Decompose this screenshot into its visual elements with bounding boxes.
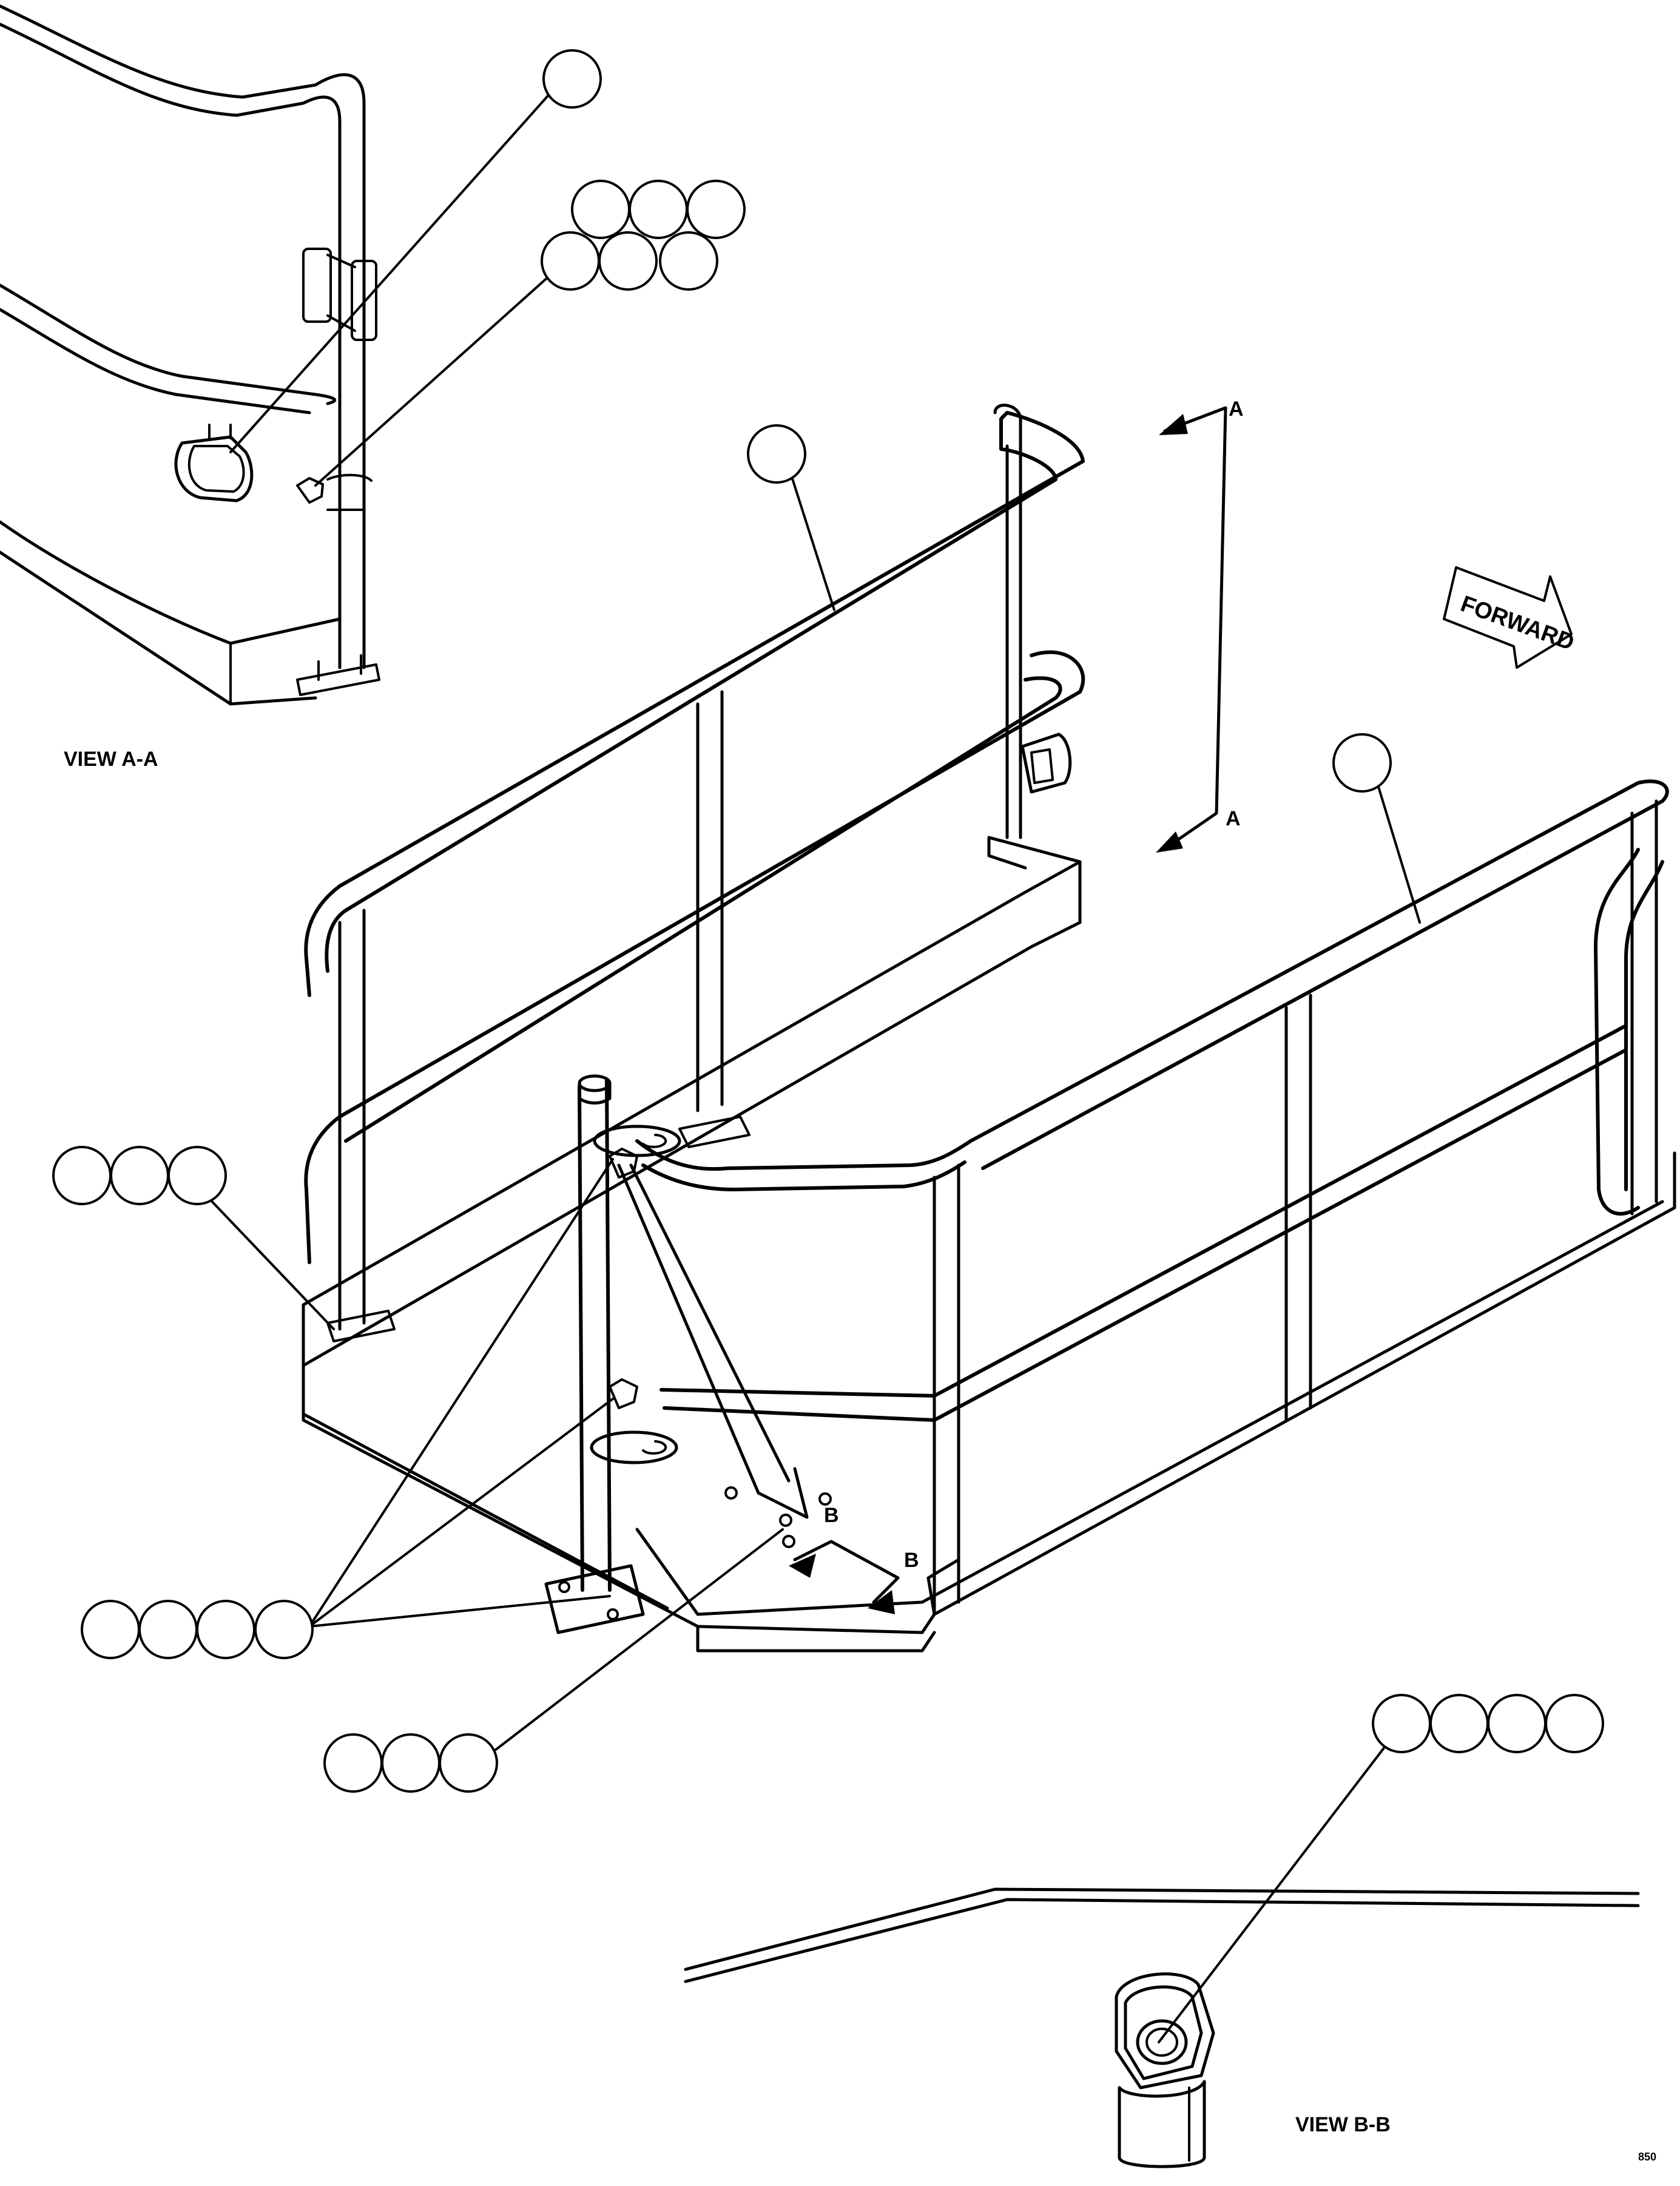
section-a-bottom-label: A — [1226, 807, 1241, 830]
callout-balloon-group-8 — [1372, 1694, 1604, 1753]
forward-arrow: FORWARD — [1443, 566, 1577, 669]
section-b-marker — [789, 1540, 900, 1614]
callout-balloon-group-1 — [542, 49, 602, 109]
section-b-top-label: B — [824, 1504, 839, 1527]
callout-balloon-group-7 — [323, 1733, 498, 1793]
view-aa-label: VIEW A-A — [64, 748, 158, 771]
section-b-bottom-label: B — [904, 1549, 919, 1572]
callout-balloon-group-4 — [1332, 733, 1392, 793]
view-bb-label: VIEW B-B — [1295, 2113, 1391, 2136]
callout-balloon-group-3 — [747, 424, 806, 484]
view-aa-detail — [0, 4, 553, 706]
callout-balloon-group-2 — [541, 180, 746, 291]
view-bb-detail — [684, 1887, 1640, 2168]
section-a-top-label: A — [1229, 398, 1244, 421]
callout-leaders — [205, 466, 1421, 2043]
callout-balloon-group-5 — [52, 1146, 227, 1205]
walkway-handrail-assembly — [302, 404, 1676, 1653]
callout-balloon-group-6 — [81, 1600, 314, 1659]
section-a-marker — [1156, 406, 1227, 853]
sheet-reference: 850 — [1638, 2151, 1656, 2163]
